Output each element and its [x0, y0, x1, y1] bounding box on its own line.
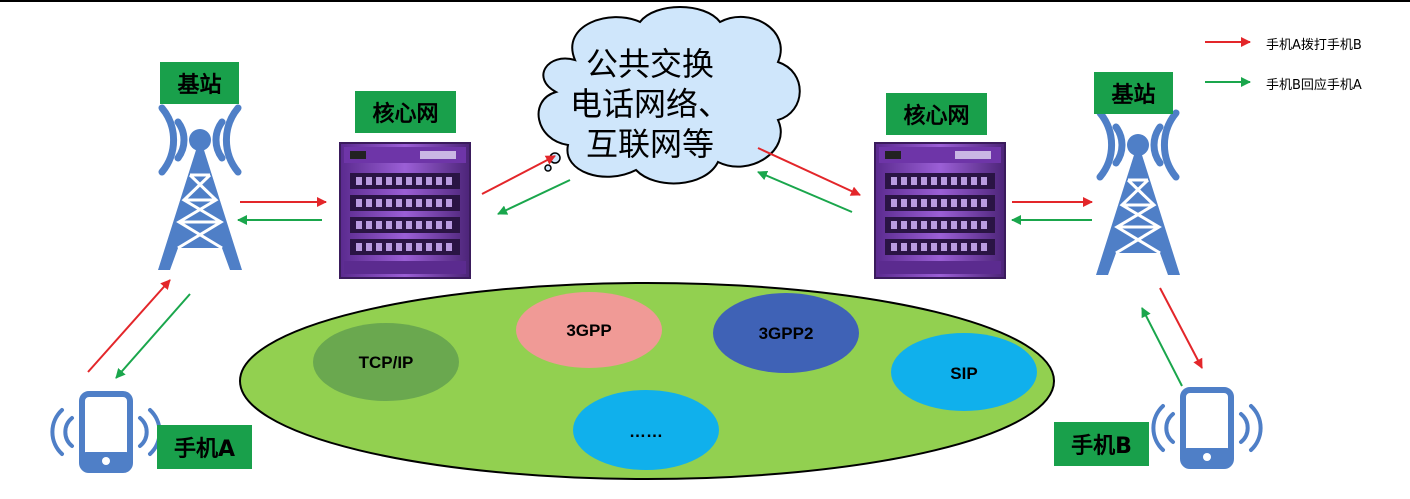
arrow-call-tower-to-phoneB — [1159, 287, 1203, 369]
protocol-tcpip-label: TCP/IP — [359, 353, 414, 372]
core-network-right-label: 核心网 — [886, 93, 987, 135]
legend-call-label: 手机A拨打手机B — [1266, 38, 1362, 53]
core-network-right-router-icon — [874, 142, 1006, 279]
protocol-sip-label: SIP — [950, 364, 977, 383]
protocol-3gpp-bubble — [516, 292, 662, 368]
protocol-more-bubble — [573, 390, 719, 470]
base-station-left-label: 基站 — [160, 62, 239, 104]
protocol-3gpp-label: 3GPP — [566, 321, 611, 340]
core-network-left-router-icon — [339, 142, 471, 279]
core-network-left-label: 核心网 — [355, 91, 456, 133]
phone-b-icon — [1153, 390, 1260, 466]
arrow-reply-phoneB-to-tower — [1141, 307, 1183, 387]
protocol-sip-bubble — [891, 333, 1037, 411]
arrow-call-core-left-to-cloud — [481, 155, 556, 195]
cloud-label: 公共交换 电话网络、 互联网等 — [540, 44, 760, 164]
base-station-right-icon — [1096, 113, 1180, 275]
arrow-reply-core-right-to-cloud — [757, 170, 853, 213]
cloud-label-line1: 公共交换 — [585, 45, 714, 83]
base-station-left-icon — [158, 108, 242, 270]
protocol-more-label: …… — [629, 422, 663, 441]
cloud-label-line3: 互联网等 — [585, 125, 714, 163]
base-station-right-label: 基站 — [1094, 72, 1173, 114]
cloud-label-line2: 电话网络、 — [569, 85, 730, 123]
phone-a-icon — [52, 394, 159, 470]
top-border — [0, 0, 1410, 2]
arrow-call-phoneA-to-tower — [87, 279, 171, 373]
protocol-3gpp2-label: 3GPP2 — [759, 324, 814, 343]
arrow-call-cloud-to-core-right — [757, 147, 861, 196]
protocol-tcpip-bubble — [313, 323, 459, 401]
arrow-reply-cloud-to-core-left — [497, 179, 571, 215]
phone-b-label: 手机B — [1054, 422, 1149, 466]
phone-a-label: 手机A — [157, 425, 252, 469]
legend-reply-label: 手机B回应手机A — [1266, 78, 1362, 93]
protocol-3gpp2-bubble — [713, 293, 859, 373]
arrow-reply-tower-to-phoneA — [115, 293, 191, 379]
